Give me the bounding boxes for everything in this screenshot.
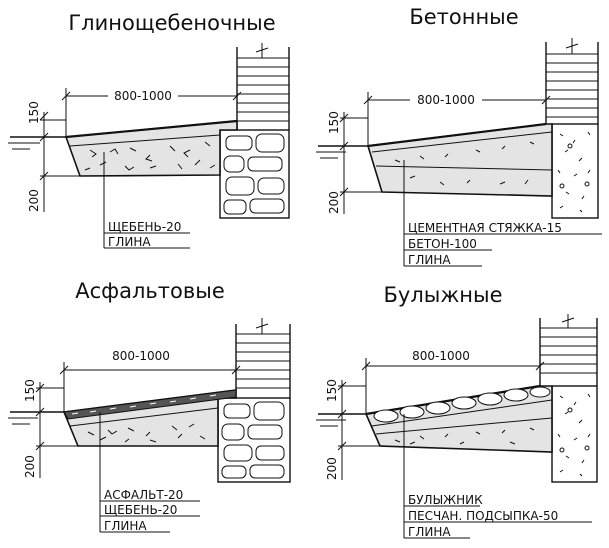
material-label: ПЕСЧАН. ПОДСЫПКА-50 [408,509,558,523]
material-label: БЕТОН-100 [408,237,477,251]
foundation-stone [219,129,290,219]
material-label: ЩЕБЕНЬ-20 [104,503,177,517]
material-label: БУЛЫЖНИК [408,493,483,507]
width-label: 800-1000 [112,349,170,363]
material-label: ГЛИНА [104,519,147,533]
width-label: 800-1000 [412,349,470,363]
material-callouts: АСФАЛЬТ-20 ЩЕБЕНЬ-20 ГЛИНА [99,412,200,533]
material-label: ЩЕБЕНЬ-20 [108,220,181,234]
pavement-section [366,122,553,197]
panel-title: Бетонные [409,5,518,29]
wall-brick [235,318,291,398]
material-label: ГЛИНА [108,235,151,249]
panel-cobblestone: Булыжные [316,283,598,539]
wall-brick [545,38,599,124]
pavement-section [62,389,237,447]
panel-concrete: Бетонные [316,5,602,267]
depth-dimension: 150 200 [23,379,78,478]
depth-dimension: 150 200 [325,379,380,480]
foundation-concrete [551,123,599,219]
lower-depth-label: 200 [325,457,339,480]
foundation-concrete [551,385,598,483]
width-dimension: 800-1000 [363,92,551,146]
material-label: ЦЕМЕНТНАЯ СТЯЖКА-15 [408,221,562,235]
material-label: ГЛИНА [408,525,451,539]
depth-dimension: 150 200 [327,111,382,214]
upper-depth-label: 150 [27,101,41,124]
panel-title: Булыжные [384,283,503,307]
wall-brick [236,43,290,130]
width-dimension: 800-1000 [61,88,242,137]
wall-brick [539,314,598,386]
width-dimension: 800-1000 [59,348,241,412]
panel-title: Глинощебеночные [68,11,275,35]
upper-depth-label: 150 [325,379,339,402]
panel-asphalt: Асфальтовые [8,279,291,533]
material-callouts: ЦЕМЕНТНАЯ СТЯЖКА-15 БЕТОН-100 ГЛИНА [403,160,602,267]
pavement-section [64,119,238,177]
depth-dimension: 150 200 [27,101,80,212]
upper-depth-label: 150 [327,111,341,134]
width-label: 800-1000 [417,93,475,107]
panel-title: Асфальтовые [75,279,225,303]
material-label: ГЛИНА [408,253,451,267]
material-callouts: ЩЕБЕНЬ-20 ГЛИНА [103,152,190,249]
width-label: 800-1000 [114,89,172,103]
lower-depth-label: 200 [27,189,41,212]
lower-depth-label: 200 [327,191,341,214]
foundation-stone [217,397,291,483]
upper-depth-label: 150 [23,379,37,402]
pavement-section [364,384,553,453]
material-callouts: БУЛЫЖНИК ПЕСЧАН. ПОДСЫПКА-50 ГЛИНА [403,414,592,539]
material-label: АСФАЛЬТ-20 [104,488,183,502]
lower-depth-label: 200 [23,455,37,478]
width-dimension: 800-1000 [361,348,545,414]
panel-clay-gravel: Глинощебеночные [8,11,290,249]
